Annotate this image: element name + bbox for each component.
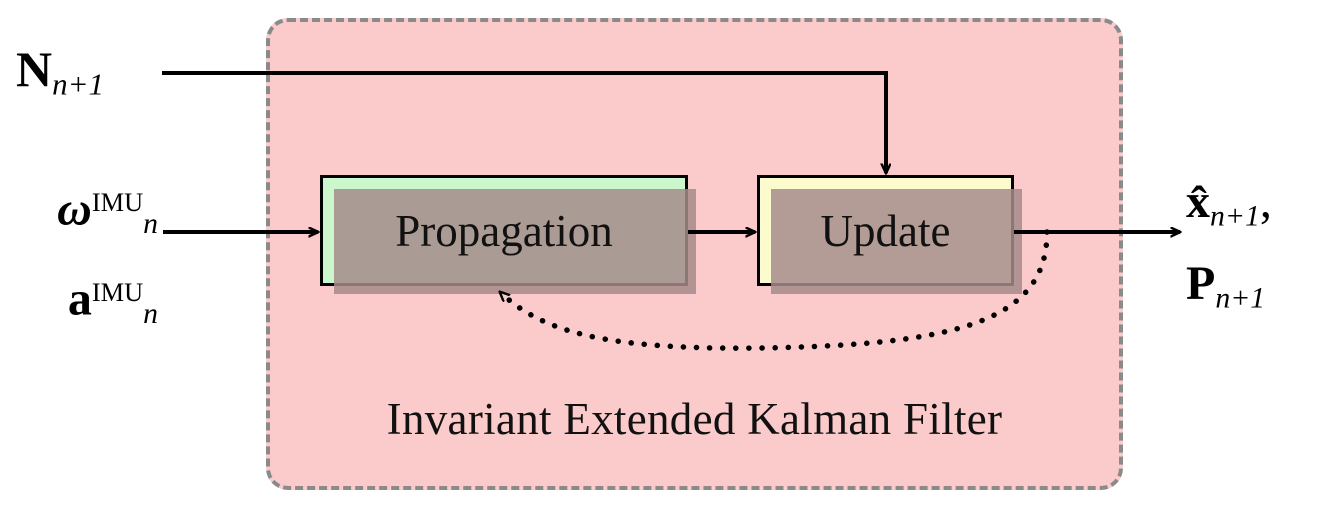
symbol-omega: ω [57,182,92,236]
input-label-accel-imu: aIMUn [18,258,158,348]
input-label-imu-measurements: ωIMUn aIMUn [18,168,158,348]
update-block-label: Update [820,205,951,256]
subscript-n-plus-1-p: n+1 [1215,281,1266,315]
output-label-covariance: Pn+1 [1186,250,1272,332]
symbol-P: P [1186,257,1216,311]
output-label-x-hat: x̂n+1, [1186,168,1272,250]
superscript-imu-accel: IMU [91,277,144,308]
symbol-N: N [16,41,53,97]
input-label-omega-imu: ωIMUn [18,168,158,258]
propagation-block[interactable]: Propagation [320,175,696,294]
iekf-caption: Invariant Extended Kalman Filter [386,394,1003,444]
propagation-block-label: Propagation [395,205,613,256]
subscript-n-plus-1-x: n+1 [1210,199,1260,233]
superscript-imu-omega: IMU [91,187,144,217]
subscript-n-omega: n [143,207,158,241]
input-label-measurement-noise: Nn+1 [16,40,104,103]
subscript-n-plus-1: n+1 [52,66,105,102]
symbol-x-hat: x̂ [1186,175,1210,228]
symbol-a: a [67,272,92,326]
update-block[interactable]: Update [757,175,1022,294]
output-label-state-estimate: x̂n+1, Pn+1 [1186,168,1272,333]
comma-separator: , [1259,175,1272,228]
subscript-n-accel: n [143,297,158,331]
